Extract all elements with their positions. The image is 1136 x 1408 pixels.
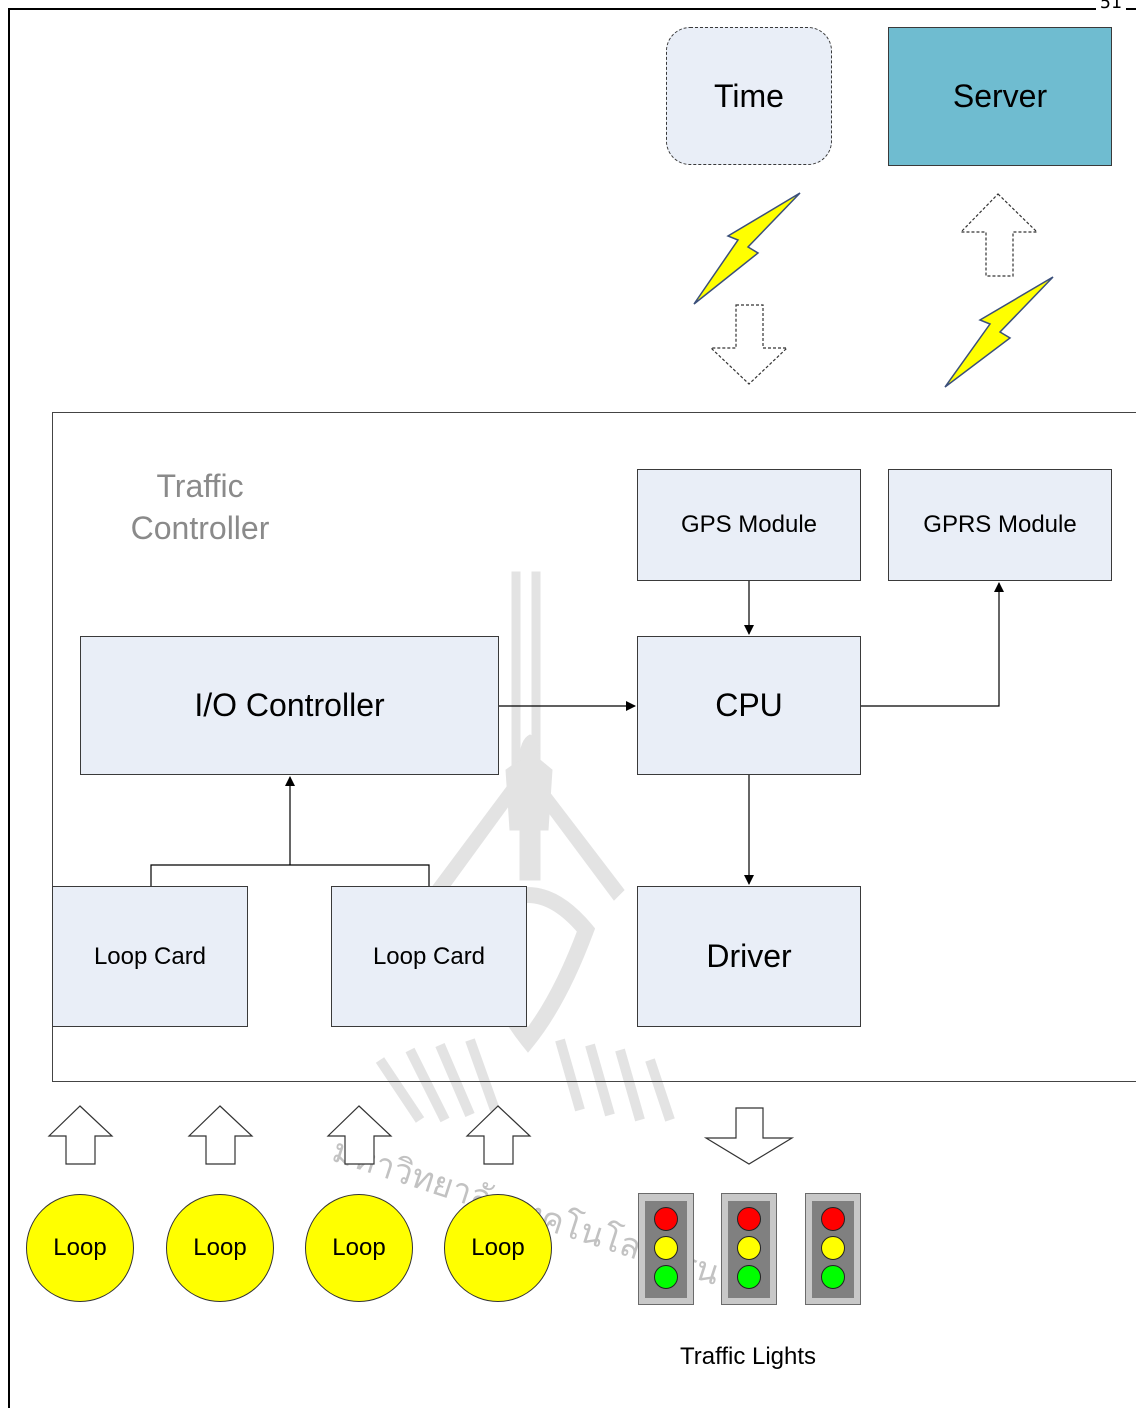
block-arrow-down-time-icon	[709, 304, 789, 385]
green-lamp-icon	[737, 1265, 761, 1289]
loop-4-label: Loop	[471, 1234, 525, 1261]
traffic-light-housing	[728, 1201, 770, 1298]
block-arrow-up-loop1-icon	[47, 1105, 114, 1165]
gprs-module-box: GPRS Module	[888, 469, 1112, 581]
red-lamp-icon	[654, 1207, 678, 1231]
block-arrow-up-server-icon	[959, 193, 1039, 277]
loop-4: Loop	[444, 1194, 552, 1302]
loop-card-2-label: Loop Card	[372, 942, 486, 970]
loop-2: Loop	[166, 1194, 274, 1302]
traffic-lights-caption: Traffic Lights	[679, 1343, 817, 1370]
gprs-module-label: GPRS Module	[923, 511, 1077, 538]
block-arrow-up-loop3-icon	[326, 1105, 393, 1165]
title-line-1: Traffic	[156, 468, 244, 504]
loop-card-2-box: Loop Card	[331, 886, 527, 1027]
traffic-light-2	[721, 1193, 777, 1305]
block-arrow-up-loop4-icon	[465, 1105, 532, 1165]
gps-module-label: GPS Module	[680, 511, 818, 538]
traffic-controller-title: Traffic Controller	[124, 465, 276, 549]
cpu-box: CPU	[637, 636, 861, 775]
green-lamp-icon	[821, 1265, 845, 1289]
driver-label: Driver	[706, 938, 792, 974]
server-box: Server	[888, 27, 1112, 166]
yellow-lamp-icon	[654, 1236, 678, 1260]
traffic-light-housing	[812, 1201, 854, 1298]
seal-figure	[505, 734, 553, 881]
io-controller-box: I/O Controller	[80, 636, 499, 775]
time-label: Time	[714, 77, 784, 114]
cpu-label: CPU	[715, 687, 783, 723]
seal-tower-right	[531, 571, 625, 901]
page-frame	[8, 8, 1136, 1408]
connector-loopcards-join	[150, 864, 430, 886]
io-controller-label: I/O Controller	[194, 687, 385, 723]
seal-rays	[375, 1038, 675, 1123]
yellow-lamp-icon	[737, 1236, 761, 1260]
loop-card-1-box: Loop Card	[52, 886, 248, 1027]
connector-cpu-to-gprs	[861, 582, 1004, 707]
title-line-2: Controller	[130, 510, 270, 546]
lightning-bolt-time-icon	[693, 192, 801, 305]
block-arrow-up-loop2-icon	[187, 1105, 254, 1165]
loop-1: Loop	[26, 1194, 134, 1302]
time-box: Time	[666, 27, 832, 165]
driver-box: Driver	[637, 886, 861, 1027]
loop-2-label: Loop	[193, 1234, 247, 1261]
red-lamp-icon	[821, 1207, 845, 1231]
green-lamp-icon	[654, 1265, 678, 1289]
traffic-light-1	[638, 1193, 694, 1305]
traffic-light-3	[805, 1193, 861, 1305]
loop-1-label: Loop	[53, 1234, 107, 1261]
loop-card-1-label: Loop Card	[93, 942, 207, 970]
server-label: Server	[952, 78, 1048, 114]
lightning-bolt-server-icon	[944, 276, 1054, 388]
loop-3: Loop	[305, 1194, 413, 1302]
gps-module-box: GPS Module	[637, 469, 861, 581]
page-number: 51	[1096, 0, 1126, 13]
red-lamp-icon	[737, 1207, 761, 1231]
block-arrow-down-lights-icon	[703, 1107, 795, 1165]
traffic-controller-frame	[52, 412, 1136, 1082]
traffic-light-housing	[645, 1201, 687, 1298]
loop-3-label: Loop	[332, 1234, 386, 1261]
yellow-lamp-icon	[821, 1236, 845, 1260]
